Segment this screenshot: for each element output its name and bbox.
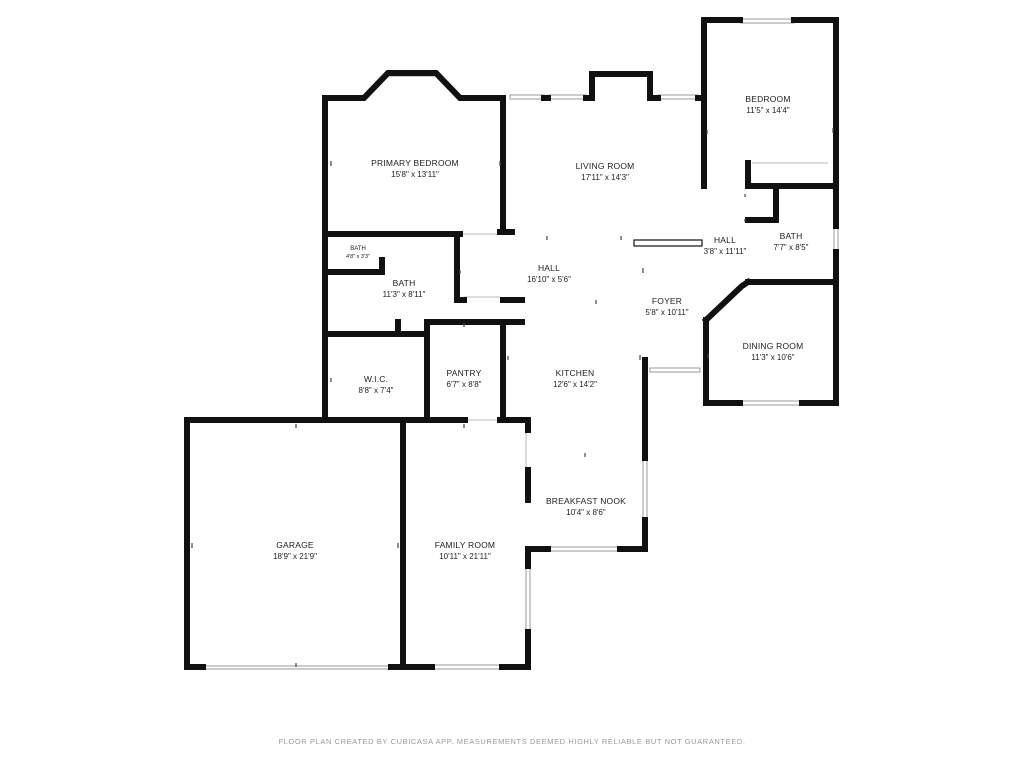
room-dims-kitchen: 12'6" x 14'2" xyxy=(553,380,597,389)
room-dims-family-room: 10'11" x 21'11" xyxy=(439,552,491,561)
room-dims-bath-small: 4'8" x 3'3" xyxy=(346,254,370,260)
walls xyxy=(184,17,839,670)
window xyxy=(739,18,795,24)
room-dims-dining-room: 11'3" x 10'6" xyxy=(751,353,794,362)
openings xyxy=(402,162,828,470)
front-door xyxy=(649,367,701,373)
room-dims-foyer: 5'8" x 10'11" xyxy=(645,308,688,317)
window xyxy=(657,94,699,100)
room-name-bath-small: BATH xyxy=(350,246,366,252)
garage-door xyxy=(202,665,392,670)
room-name-bath-right: BATH xyxy=(780,231,803,241)
room-dims-bath-primary: 11'3" x 8'11" xyxy=(383,290,426,299)
door-marks xyxy=(191,128,834,667)
room-dims-hall-center: 16'10" x 5'6" xyxy=(527,275,571,284)
room-name-wic: W.I.C. xyxy=(364,374,388,384)
room-name-bath-primary: BATH xyxy=(393,278,416,288)
window xyxy=(431,664,503,670)
partitions xyxy=(503,229,703,247)
footer-disclaimer: FLOOR PLAN CREATED BY CUBICASA APP. MEAS… xyxy=(278,737,746,746)
window xyxy=(739,400,803,406)
room-name-breakfast-nook: BREAKFAST NOOK xyxy=(546,496,626,506)
room-name-hall-center: HALL xyxy=(538,263,560,273)
room-name-kitchen: KITCHEN xyxy=(556,368,595,378)
room-name-hall-right: HALL xyxy=(714,235,736,245)
room-name-bedroom: BEDROOM xyxy=(745,94,790,104)
room-dims-breakfast-nook: 10'4" x 8'6" xyxy=(566,508,606,517)
room-dims-hall-right: 3'8" x 11'11" xyxy=(704,247,747,256)
room-name-garage: GARAGE xyxy=(276,540,314,550)
room-name-primary-bedroom: PRIMARY BEDROOM xyxy=(371,158,459,168)
window xyxy=(509,94,545,100)
room-dims-wic: 8'8" x 7'4" xyxy=(359,386,394,395)
window xyxy=(547,546,621,552)
room-name-living-room: LIVING ROOM xyxy=(576,161,635,171)
room-dims-primary-bedroom: 15'8" x 13'11" xyxy=(391,170,439,179)
window xyxy=(833,225,839,253)
window xyxy=(525,565,531,633)
room-dims-pantry: 6'7" x 8'8" xyxy=(447,380,482,389)
window xyxy=(547,94,587,100)
room-dims-bath-right: 7'7" x 8'5" xyxy=(774,243,809,252)
room-labels: PRIMARY BEDROOM 15'8" x 13'11" LIVING RO… xyxy=(273,94,809,561)
room-name-pantry: PANTRY xyxy=(447,368,482,378)
room-name-foyer: FOYER xyxy=(652,296,682,306)
room-dims-bedroom: 11'5" x 14'4" xyxy=(746,106,789,115)
room-dims-garage: 18'9" x 21'9" xyxy=(273,552,317,561)
window xyxy=(642,457,648,521)
room-name-dining-room: DINING ROOM xyxy=(743,341,804,351)
room-dims-living-room: 17'11" x 14'3" xyxy=(581,173,629,182)
room-name-family-room: FAMILY ROOM xyxy=(435,540,495,550)
